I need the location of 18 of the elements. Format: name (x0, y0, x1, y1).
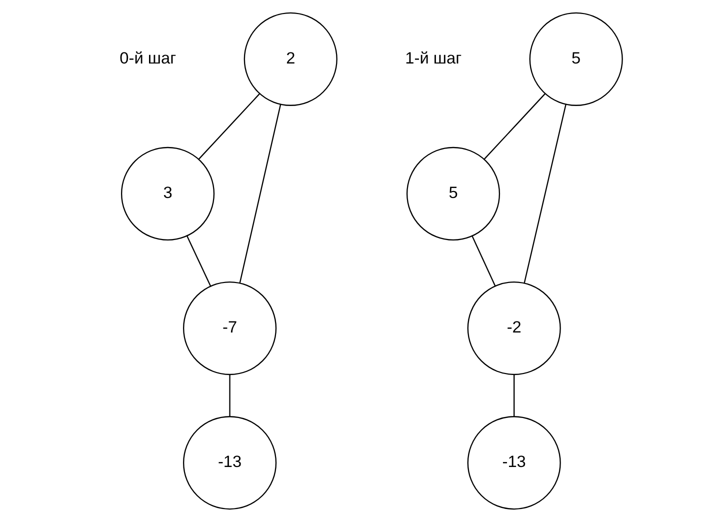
node-circle: 2 (243, 12, 337, 106)
node-circle: -13 (466, 416, 560, 510)
connector (513, 374, 514, 416)
node-circle: 3 (120, 146, 214, 241)
connector (198, 93, 260, 160)
connector (186, 236, 211, 286)
connector (228, 374, 230, 416)
label: 0-й шаг (119, 50, 176, 68)
connector (523, 104, 566, 284)
connector (238, 104, 281, 284)
node-circle: 5 (406, 146, 500, 241)
connector (483, 93, 546, 160)
node-circle: 5 (528, 12, 622, 106)
connector (471, 236, 496, 286)
node-circle: -2 (466, 281, 560, 376)
label: 1-й шаг (404, 50, 462, 68)
node-circle: -13 (182, 416, 276, 510)
node-circle: -7 (182, 281, 276, 376)
